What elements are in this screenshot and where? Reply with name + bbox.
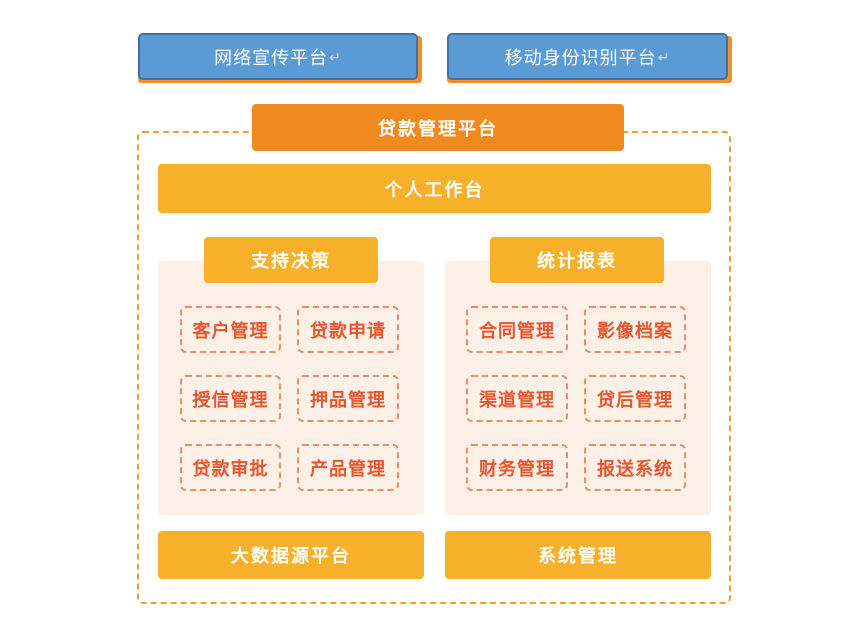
- mobile-identity-platform-label: 移动身份识别平台: [504, 47, 657, 69]
- module-channel-management[interactable]: 渠道管理: [466, 375, 568, 422]
- module-contract-management[interactable]: 合同管理: [466, 306, 568, 353]
- module-finance-management[interactable]: 财务管理: [466, 444, 568, 491]
- module-credit-management[interactable]: 授信管理: [180, 375, 281, 422]
- decision-support-panel: [158, 261, 424, 515]
- module-label: 客户管理: [192, 320, 269, 342]
- mobile-identity-platform[interactable]: 移动身份识别平台↵: [447, 33, 728, 80]
- module-reporting-system[interactable]: 报送系统: [584, 444, 686, 491]
- module-label: 合同管理: [479, 320, 555, 342]
- module-loan-approval[interactable]: 贷款审批: [180, 444, 281, 491]
- module-post-loan-management[interactable]: 贷后管理: [584, 375, 686, 422]
- return-mark-icon: ↵: [657, 49, 671, 66]
- module-label: 报送系统: [597, 458, 673, 480]
- module-label: 授信管理: [192, 389, 269, 411]
- decision-support-label: 支持决策: [251, 251, 331, 272]
- return-mark-icon: ↵: [329, 49, 342, 66]
- personal-workbench-bar[interactable]: 个人工作台: [158, 164, 711, 213]
- big-data-source-platform-label: 大数据源平台: [231, 546, 351, 567]
- module-label: 财务管理: [479, 458, 555, 480]
- module-loan-application[interactable]: 贷款申请: [297, 306, 399, 353]
- module-label: 贷款申请: [310, 320, 386, 342]
- statistics-report-panel: [445, 261, 711, 515]
- module-customer-management[interactable]: 客户管理: [180, 306, 281, 353]
- module-label: 贷款审批: [192, 458, 269, 480]
- module-label: 影像档案: [597, 320, 673, 342]
- personal-workbench-label: 个人工作台: [384, 179, 485, 201]
- network-promotion-platform[interactable]: 网络宣传平台↵: [138, 33, 418, 80]
- module-label: 贷后管理: [597, 389, 673, 411]
- big-data-source-platform[interactable]: 大数据源平台: [158, 531, 424, 579]
- decision-support-title[interactable]: 支持决策: [204, 237, 378, 283]
- statistics-report-label: 统计报表: [537, 251, 617, 272]
- loan-management-platform-label: 贷款管理平台: [378, 118, 498, 140]
- network-promotion-platform-label: 网络宣传平台: [214, 47, 329, 69]
- module-collateral-management[interactable]: 押品管理: [297, 375, 399, 422]
- module-product-management[interactable]: 产品管理: [297, 444, 399, 491]
- system-management-label: 系统管理: [538, 546, 618, 567]
- system-management[interactable]: 系统管理: [445, 531, 711, 579]
- statistics-report-title[interactable]: 统计报表: [490, 237, 664, 283]
- module-label: 产品管理: [310, 458, 386, 480]
- loan-management-platform-title[interactable]: 贷款管理平台: [252, 104, 624, 151]
- module-label: 渠道管理: [479, 389, 555, 411]
- module-image-archive[interactable]: 影像档案: [584, 306, 686, 353]
- module-label: 押品管理: [310, 389, 386, 411]
